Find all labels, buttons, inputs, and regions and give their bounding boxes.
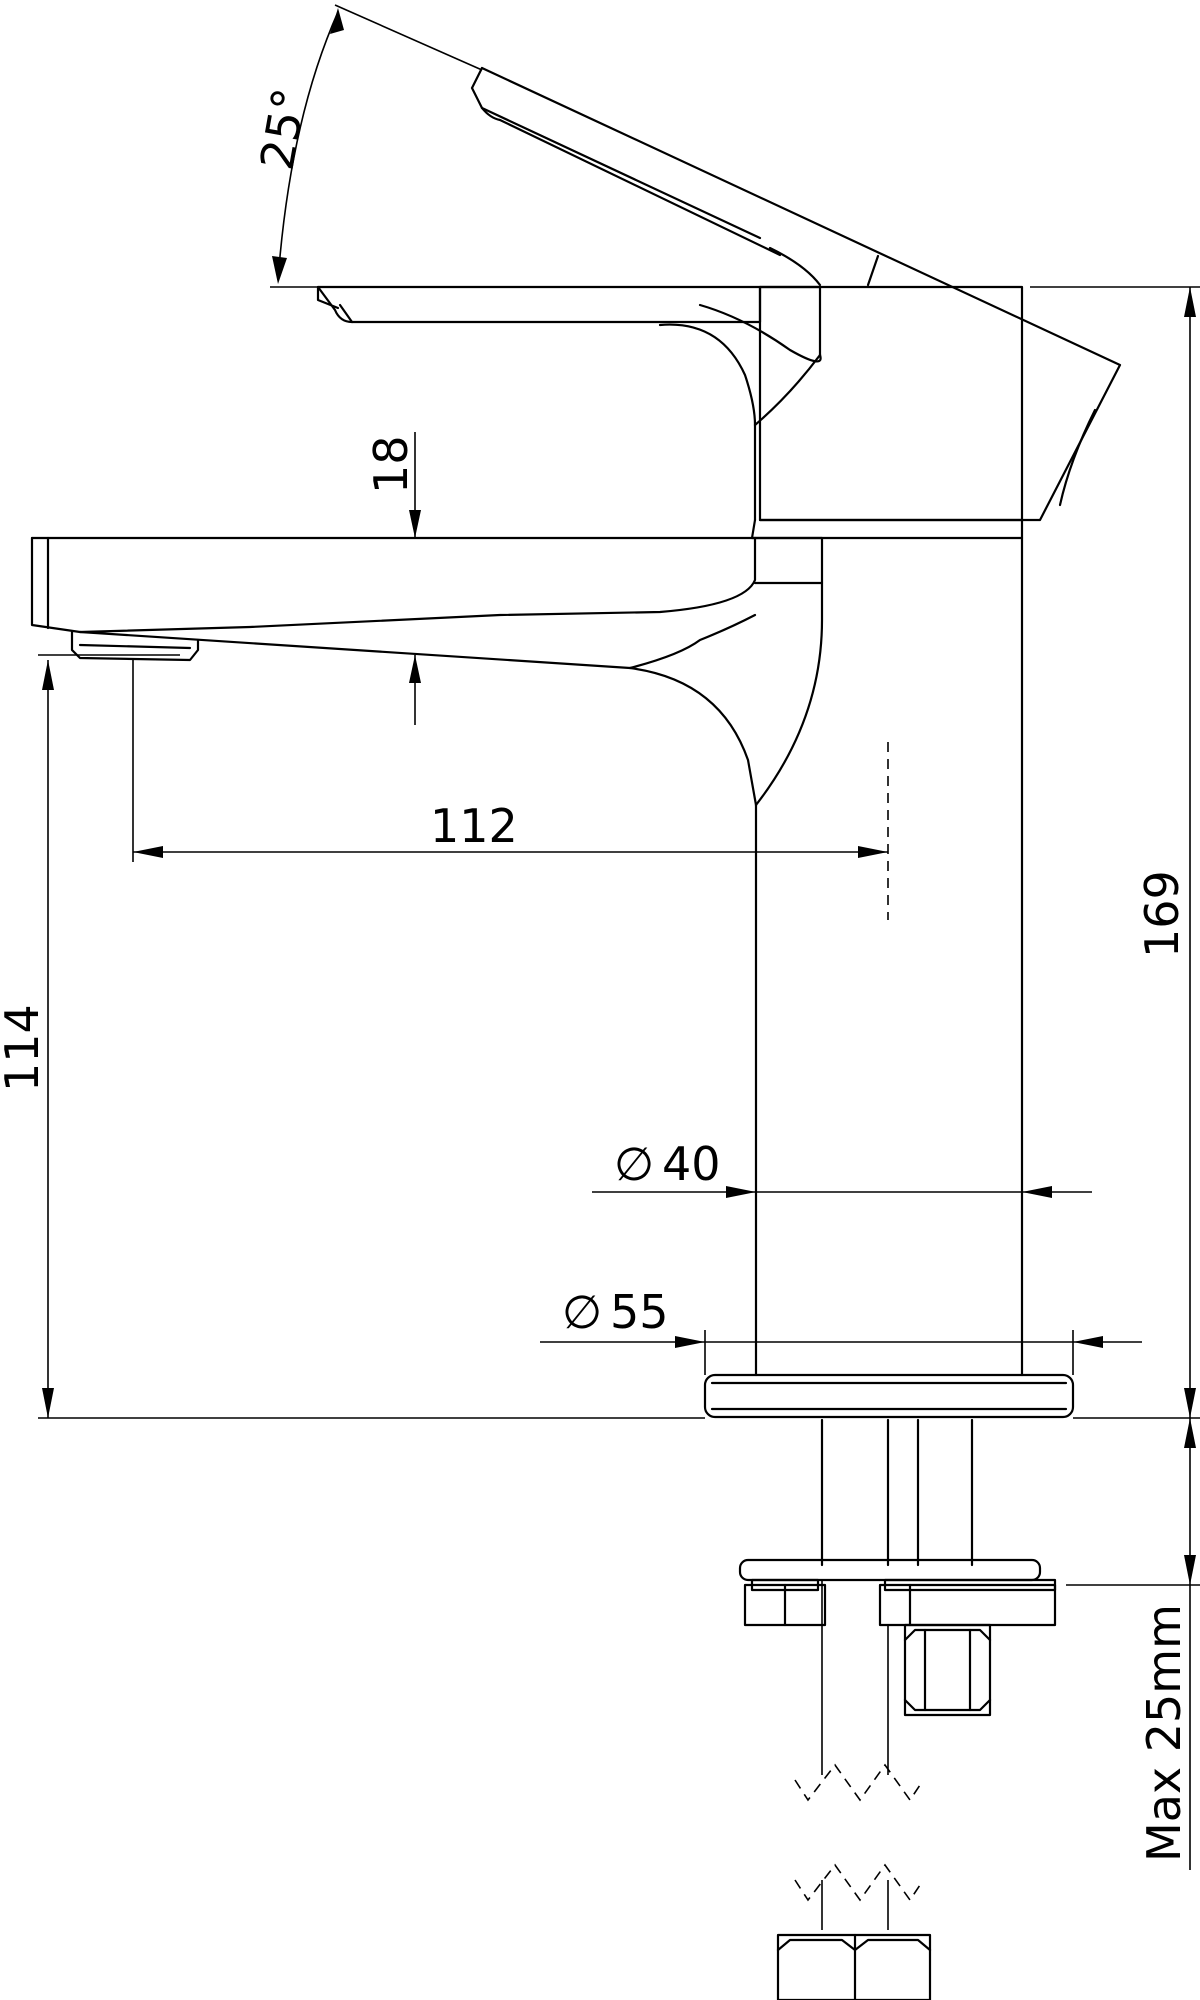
dimension-spout-height: 114 xyxy=(0,654,705,1419)
label-overall-height: 169 xyxy=(1135,870,1189,958)
diameter-symbol-body: ∅ xyxy=(614,1137,654,1191)
dimension-lever-angle: 25° xyxy=(250,4,483,288)
label-base-diameter: 55 xyxy=(610,1285,669,1339)
spout xyxy=(30,536,824,807)
diameter-symbol-base: ∅ xyxy=(562,1285,602,1339)
label-spout-height: 114 xyxy=(0,1004,49,1092)
lever-handle xyxy=(316,66,1122,522)
dimension-overall-height: 169 xyxy=(1030,286,1200,1419)
label-max-mounting: Max 25mm xyxy=(1137,1604,1191,1862)
dimension-max-mounting: Max 25mm xyxy=(1066,1418,1200,1870)
mounting-hardware xyxy=(738,1418,1057,2000)
cartridge-housing xyxy=(658,285,1024,540)
label-spout-reach: 112 xyxy=(430,799,518,853)
label-lever-angle: 25° xyxy=(250,84,317,174)
dimension-body-diameter: ∅ 40 xyxy=(592,1137,1092,1198)
dimension-spout-reach: 112 xyxy=(132,660,888,862)
faucet-body xyxy=(703,536,1075,1419)
label-spout-thickness: 18 xyxy=(364,435,418,494)
label-body-diameter: 40 xyxy=(662,1137,721,1191)
dimension-spout-thickness: 18 xyxy=(364,432,421,725)
dimension-base-diameter: ∅ 55 xyxy=(540,1285,1142,1375)
